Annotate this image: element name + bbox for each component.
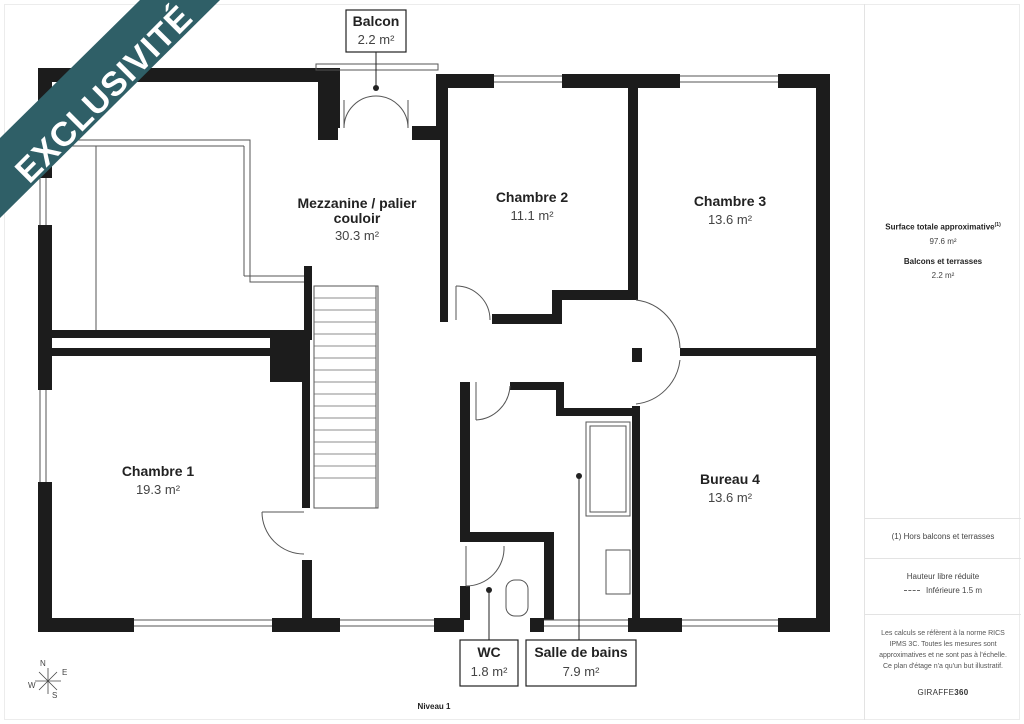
chambre1-name: Chambre 1 <box>122 463 195 479</box>
sdb-area: 7.9 m² <box>563 664 601 679</box>
mezzanine-name-1: Mezzanine / palier <box>297 195 417 211</box>
mezzanine-area: 30.3 m² <box>335 228 380 243</box>
balcons-value: 2.2 m² <box>931 270 955 280</box>
mezzanine-name-2: couloir <box>334 210 381 226</box>
compass-s: S <box>52 691 57 700</box>
chambre2-area: 11.1 m² <box>510 208 554 223</box>
callout-wc: WC 1.8 m² <box>459 587 519 687</box>
walls <box>38 68 830 632</box>
exclusivity-text: EXCLUSIVITÉ <box>8 0 200 190</box>
callout-balcon: Balcon 2.2 m² <box>345 9 407 91</box>
exclusivity-banner: EXCLUSIVITÉ <box>0 0 220 218</box>
compass-w: W <box>28 681 36 690</box>
separator-2 <box>865 558 1021 559</box>
separator-3 <box>865 614 1021 615</box>
sdb-name: Salle de bains <box>534 644 628 660</box>
chambre3-name: Chambre 3 <box>694 193 767 209</box>
room-labels: Mezzanine / palier couloir 30.3 m² Chamb… <box>122 189 767 505</box>
callout-sdb: Salle de bains 7.9 m² <box>525 473 637 687</box>
footnote: (1) Hors balcons et terrasses <box>891 532 995 541</box>
floor-plan: Mezzanine / palier couloir 30.3 m² Chamb… <box>0 0 830 711</box>
stair-treads <box>314 297 376 479</box>
height-value: Inférieure 1.5 m <box>925 586 983 595</box>
brand-b: 360 <box>954 688 969 697</box>
compass-e: E <box>62 668 67 677</box>
info-panel: Surface totale approximative(1) 97.6 m² … <box>864 4 1021 720</box>
brand-a: GIRAFFE <box>917 688 955 697</box>
chambre1-area: 19.3 m² <box>136 482 181 497</box>
compass-n: N <box>40 659 46 668</box>
height-legend: Inférieure 1.5 m <box>865 586 1021 595</box>
bureau4-name: Bureau 4 <box>700 471 760 487</box>
bureau4-area: 13.6 m² <box>708 490 753 505</box>
wc-area: 1.8 m² <box>471 664 509 679</box>
surface-note: (1) <box>994 222 1001 228</box>
page-frame <box>4 4 1020 720</box>
surface-title: Surface totale approximative(1) <box>865 218 1021 235</box>
disclaimer: Les calculs se réfèrent à la norme RICS … <box>879 630 1007 670</box>
brand-logo: GIRAFFE360 <box>865 688 1021 697</box>
balcon-name: Balcon <box>353 13 400 29</box>
dashed-line-icon <box>903 590 920 592</box>
height-title: Hauteur libre réduite <box>906 572 980 581</box>
wc-name: WC <box>477 644 500 660</box>
balcons-title: Balcons et terrasses <box>903 256 983 266</box>
level-label: Niveau 1 <box>418 702 451 711</box>
compass-rose <box>35 668 61 694</box>
chambre3-area: 13.6 m² <box>708 212 753 227</box>
balcon-area: 2.2 m² <box>358 32 396 47</box>
chambre2-name: Chambre 2 <box>496 189 569 205</box>
surface-title-text: Surface totale approximative <box>885 222 995 232</box>
surface-block: Surface totale approximative(1) 97.6 m² … <box>865 218 1021 283</box>
surface-value: 97.6 m² <box>929 236 957 246</box>
separator-1 <box>865 518 1021 519</box>
inner-lines <box>39 63 778 627</box>
